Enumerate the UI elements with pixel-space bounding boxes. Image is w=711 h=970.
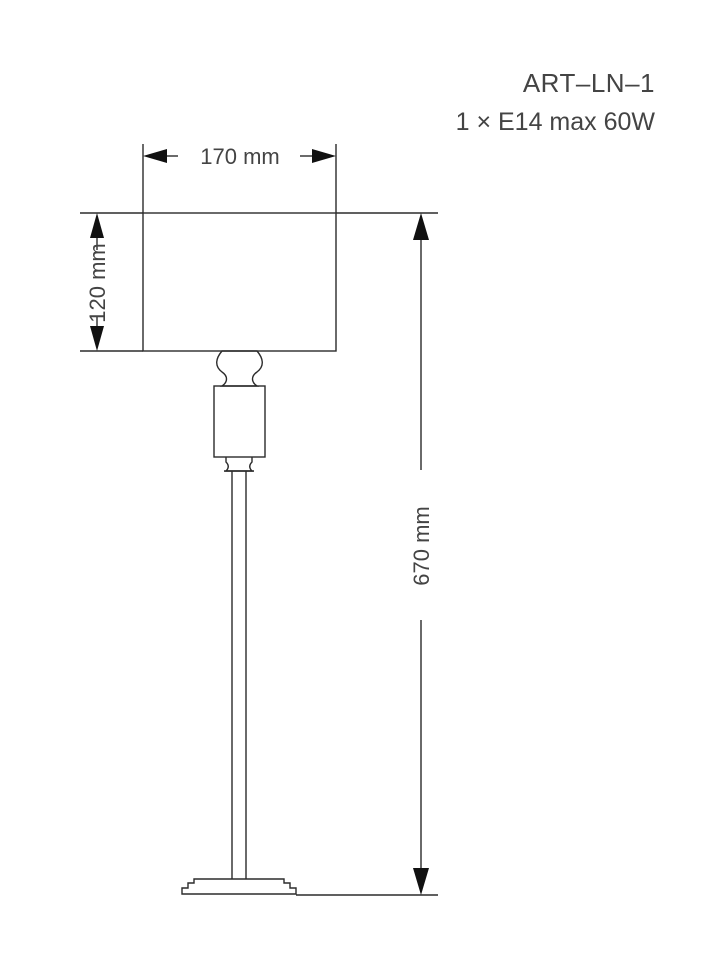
lamp-body bbox=[213, 385, 266, 458]
height-arrow-top bbox=[413, 213, 429, 240]
lamp-base bbox=[181, 878, 297, 895]
total-height-label: 670 mm bbox=[409, 506, 434, 585]
height-arrow-bottom bbox=[413, 868, 429, 895]
shade-height-label: 120 mm bbox=[85, 243, 110, 322]
width-arrow-left bbox=[143, 149, 167, 163]
bulb-spec: 1 × E14 max 60W bbox=[456, 108, 656, 136]
lamp-neck bbox=[216, 350, 263, 387]
model-name: ART–LN–1 bbox=[523, 68, 655, 98]
lamp-shade bbox=[142, 212, 337, 352]
width-label: 170 mm bbox=[200, 144, 279, 169]
shade-arrow-top bbox=[90, 213, 104, 238]
lamp-collar bbox=[224, 457, 254, 472]
shade-arrow-bottom bbox=[90, 326, 104, 351]
width-arrow-right bbox=[312, 149, 336, 163]
